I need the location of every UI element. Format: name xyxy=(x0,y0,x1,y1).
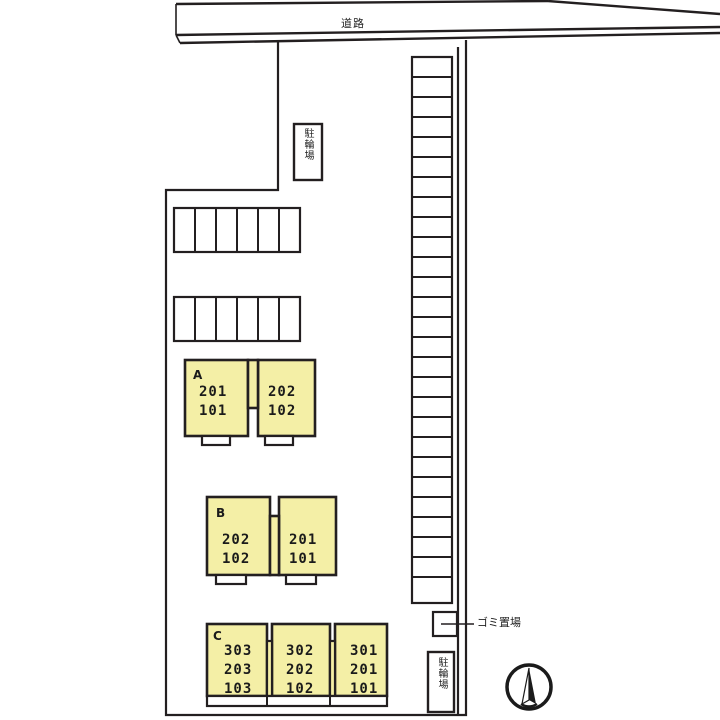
building-c-shape xyxy=(205,622,389,708)
north-compass-icon xyxy=(505,663,553,711)
building-c-unit-301: 301 xyxy=(350,643,379,659)
bicycle-parking-bottom-shape xyxy=(426,650,456,714)
garbage-area-shape xyxy=(431,610,474,638)
building-c-unit-303: 303 xyxy=(224,643,253,659)
building-c-unit-201: 201 xyxy=(350,662,379,678)
bicycle-parking-top-label: 駐輪場 xyxy=(302,128,313,161)
building-a-shape xyxy=(183,358,317,447)
building-c-unit-102: 102 xyxy=(286,681,315,697)
bicycle-parking-bottom-label: 駐輪場 xyxy=(436,657,447,690)
parking-strip-right xyxy=(410,55,454,605)
building-a-letter: A xyxy=(193,368,203,382)
building-b-unit-101: 101 xyxy=(289,551,318,567)
building-c-unit-203: 203 xyxy=(224,662,253,678)
building-a-unit-202: 202 xyxy=(268,384,297,400)
garbage-area-label: ゴミ置場 xyxy=(477,616,521,629)
building-a-unit-201: 201 xyxy=(199,384,228,400)
parking-row-top xyxy=(172,206,302,254)
building-c-letter: C xyxy=(213,629,222,643)
building-c-unit-302: 302 xyxy=(286,643,315,659)
building-b-unit-202: 202 xyxy=(222,532,251,548)
parking-row-middle xyxy=(172,295,302,343)
road-label: 道路 xyxy=(341,17,365,30)
building-a-unit-102: 102 xyxy=(268,403,297,419)
bicycle-parking-top-shape xyxy=(292,122,324,182)
road-lines xyxy=(175,0,720,45)
site-boundary xyxy=(164,40,468,717)
building-b-letter: B xyxy=(216,506,226,520)
building-b-unit-102: 102 xyxy=(222,551,251,567)
building-b-shape xyxy=(205,495,338,586)
building-a-unit-101: 101 xyxy=(199,403,228,419)
building-c-unit-103: 103 xyxy=(224,681,253,697)
building-b-unit-201: 201 xyxy=(289,532,318,548)
building-c-unit-202: 202 xyxy=(286,662,315,678)
building-c-unit-101: 101 xyxy=(350,681,379,697)
